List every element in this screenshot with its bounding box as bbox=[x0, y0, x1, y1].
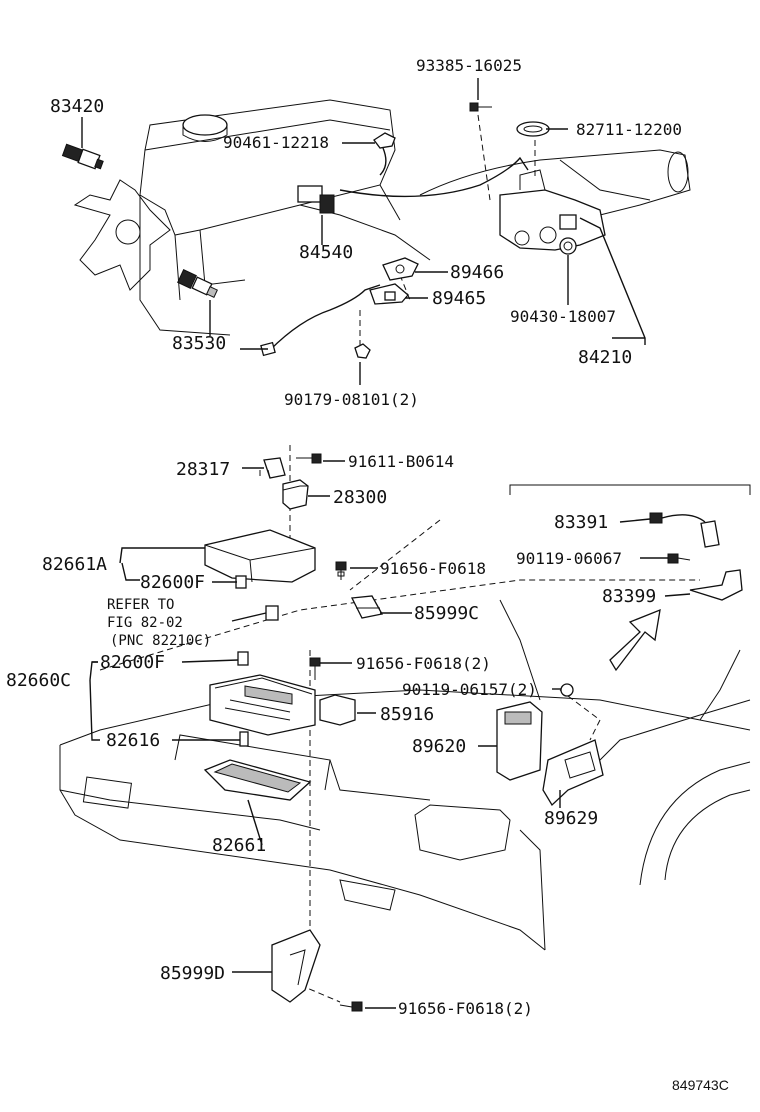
part-28317-bracket bbox=[263, 457, 286, 479]
label-83391: 83391 bbox=[554, 512, 608, 533]
label-90119-06067: 90119-06067 bbox=[516, 549, 622, 568]
label-84210: 84210 bbox=[578, 347, 632, 368]
part-84540-connector bbox=[297, 185, 335, 214]
label-82661A: 82661A bbox=[42, 554, 107, 575]
upper-leader-lines bbox=[81, 78, 646, 385]
label-28317: 28317 bbox=[176, 459, 230, 480]
label-91656-F0618-b: 91656-F0618(2) bbox=[356, 654, 491, 673]
label-85916: 85916 bbox=[380, 704, 434, 725]
refer-line-2: FIG 82-02 bbox=[107, 615, 183, 631]
part-91611-bolt bbox=[296, 453, 322, 464]
label-85999D: 85999D bbox=[160, 963, 225, 984]
label-82660C: 82660C bbox=[6, 670, 71, 691]
part-89466-gasket bbox=[382, 257, 419, 281]
label-89629: 89629 bbox=[544, 808, 598, 829]
part-85916-relay bbox=[319, 694, 356, 726]
labels: 93385-16025 83420 90461-12218 82711-1220… bbox=[6, 56, 729, 1093]
part-90461-clip bbox=[373, 132, 396, 149]
label-82711-12200: 82711-12200 bbox=[576, 120, 682, 139]
refer-line-3: (PNC 82210C) bbox=[110, 633, 211, 649]
label-83399: 83399 bbox=[602, 586, 656, 607]
label-82600F-a: 82600F bbox=[140, 572, 205, 593]
refer-line-1: REFER TO bbox=[107, 597, 174, 613]
part-90119-06067-bolt bbox=[667, 553, 691, 564]
label-83530: 83530 bbox=[172, 333, 226, 354]
part-83530-switch bbox=[177, 269, 218, 298]
part-82600F-fuse-b bbox=[237, 651, 249, 666]
cooling-fan bbox=[73, 179, 171, 291]
part-82711-clamp bbox=[516, 121, 550, 137]
part-83399-bracket bbox=[689, 569, 743, 601]
label-84540: 84540 bbox=[299, 242, 353, 263]
label-89465: 89465 bbox=[432, 288, 486, 309]
drawing-code: 849743C bbox=[672, 1077, 729, 1093]
part-82660C-relay-block bbox=[209, 674, 316, 736]
label-90119-06157: 90119-06157(2) bbox=[402, 680, 537, 699]
label-28300: 28300 bbox=[333, 487, 387, 508]
label-89466: 89466 bbox=[450, 262, 504, 283]
part-85999D-bracket bbox=[271, 929, 321, 1003]
label-82616: 82616 bbox=[106, 730, 160, 751]
part-82661-tray bbox=[203, 759, 312, 801]
part-91656-bolt-b bbox=[309, 657, 321, 680]
part-83420-sensor bbox=[61, 143, 104, 170]
part-82616-clip bbox=[239, 731, 249, 747]
label-83420: 83420 bbox=[50, 96, 104, 117]
label-93385-16025: 93385-16025 bbox=[416, 56, 522, 75]
part-91656-bolt-c bbox=[339, 1001, 363, 1012]
vehicle-front-illustration bbox=[59, 445, 751, 1003]
part-28300-relay bbox=[282, 479, 309, 510]
part-82600F-fuse-top bbox=[235, 575, 247, 589]
part-93385-bolt bbox=[469, 102, 492, 112]
part-91656-bolt-a bbox=[335, 561, 347, 580]
label-89620: 89620 bbox=[412, 736, 466, 757]
label-90430-18007: 90430-18007 bbox=[510, 307, 616, 326]
label-91656-F0618-c: 91656-F0618(2) bbox=[398, 999, 533, 1018]
label-91611-B0614: 91611-B0614 bbox=[348, 452, 454, 471]
label-82661: 82661 bbox=[212, 835, 266, 856]
part-90179-nut bbox=[354, 343, 371, 359]
part-89620-module bbox=[496, 701, 543, 781]
part-90430-gasket bbox=[559, 237, 577, 255]
part-83391-sensor bbox=[649, 512, 720, 548]
part-90119-06157-bolt bbox=[560, 683, 574, 697]
part-89629-bracket bbox=[542, 739, 604, 807]
part-85999C-bracket bbox=[350, 595, 384, 619]
part-82600F-fuse-a bbox=[265, 605, 279, 621]
label-90461-12218: 90461-12218 bbox=[223, 133, 329, 152]
label-91656-F0618-a: 91656-F0618 bbox=[380, 559, 486, 578]
part-82661A-cover bbox=[204, 529, 316, 583]
lower-leader-lines bbox=[89, 460, 691, 1009]
label-85999C: 85999C bbox=[414, 603, 479, 624]
label-90179-08101: 90179-08101(2) bbox=[284, 390, 419, 409]
label-82600F-b: 82600F bbox=[100, 652, 165, 673]
